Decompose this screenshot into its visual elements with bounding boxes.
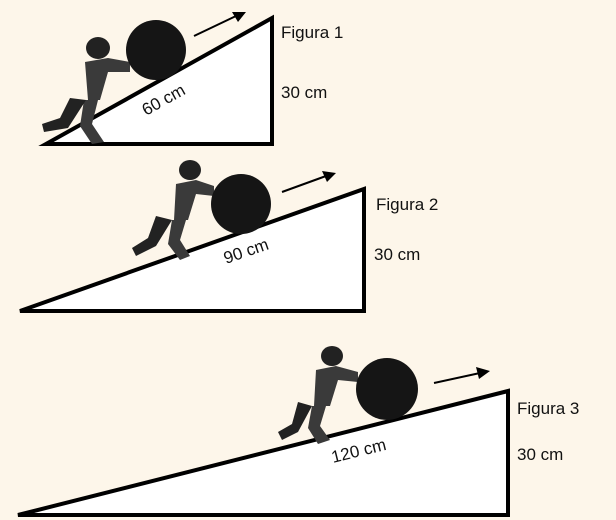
height-label: 30 cm — [281, 83, 327, 102]
person-pushing-icon — [42, 37, 130, 144]
arrow-right-icon — [193, 12, 246, 37]
figure-title: Figura 3 — [517, 399, 579, 418]
boulder — [126, 20, 186, 80]
person-pushing-icon — [278, 346, 358, 444]
ramp-2 — [19, 186, 366, 313]
figure-title: Figura 1 — [281, 23, 343, 42]
person-pushing-icon — [132, 160, 214, 260]
arrow-right-icon — [281, 171, 336, 193]
ramp-3 — [17, 388, 510, 517]
figure-title: Figura 2 — [376, 195, 438, 214]
figure-2: 90 cm Figura 2 30 cm — [19, 160, 438, 313]
boulder — [211, 174, 271, 234]
figure-3: 120 cm Figura 3 30 cm — [17, 346, 579, 517]
figure-1: 60 cm Figura 1 30 cm — [38, 12, 343, 146]
boulder — [356, 358, 418, 420]
height-label: 30 cm — [517, 445, 563, 464]
arrow-right-icon — [433, 367, 490, 384]
ramp-1 — [38, 14, 274, 146]
height-label: 30 cm — [374, 245, 420, 264]
